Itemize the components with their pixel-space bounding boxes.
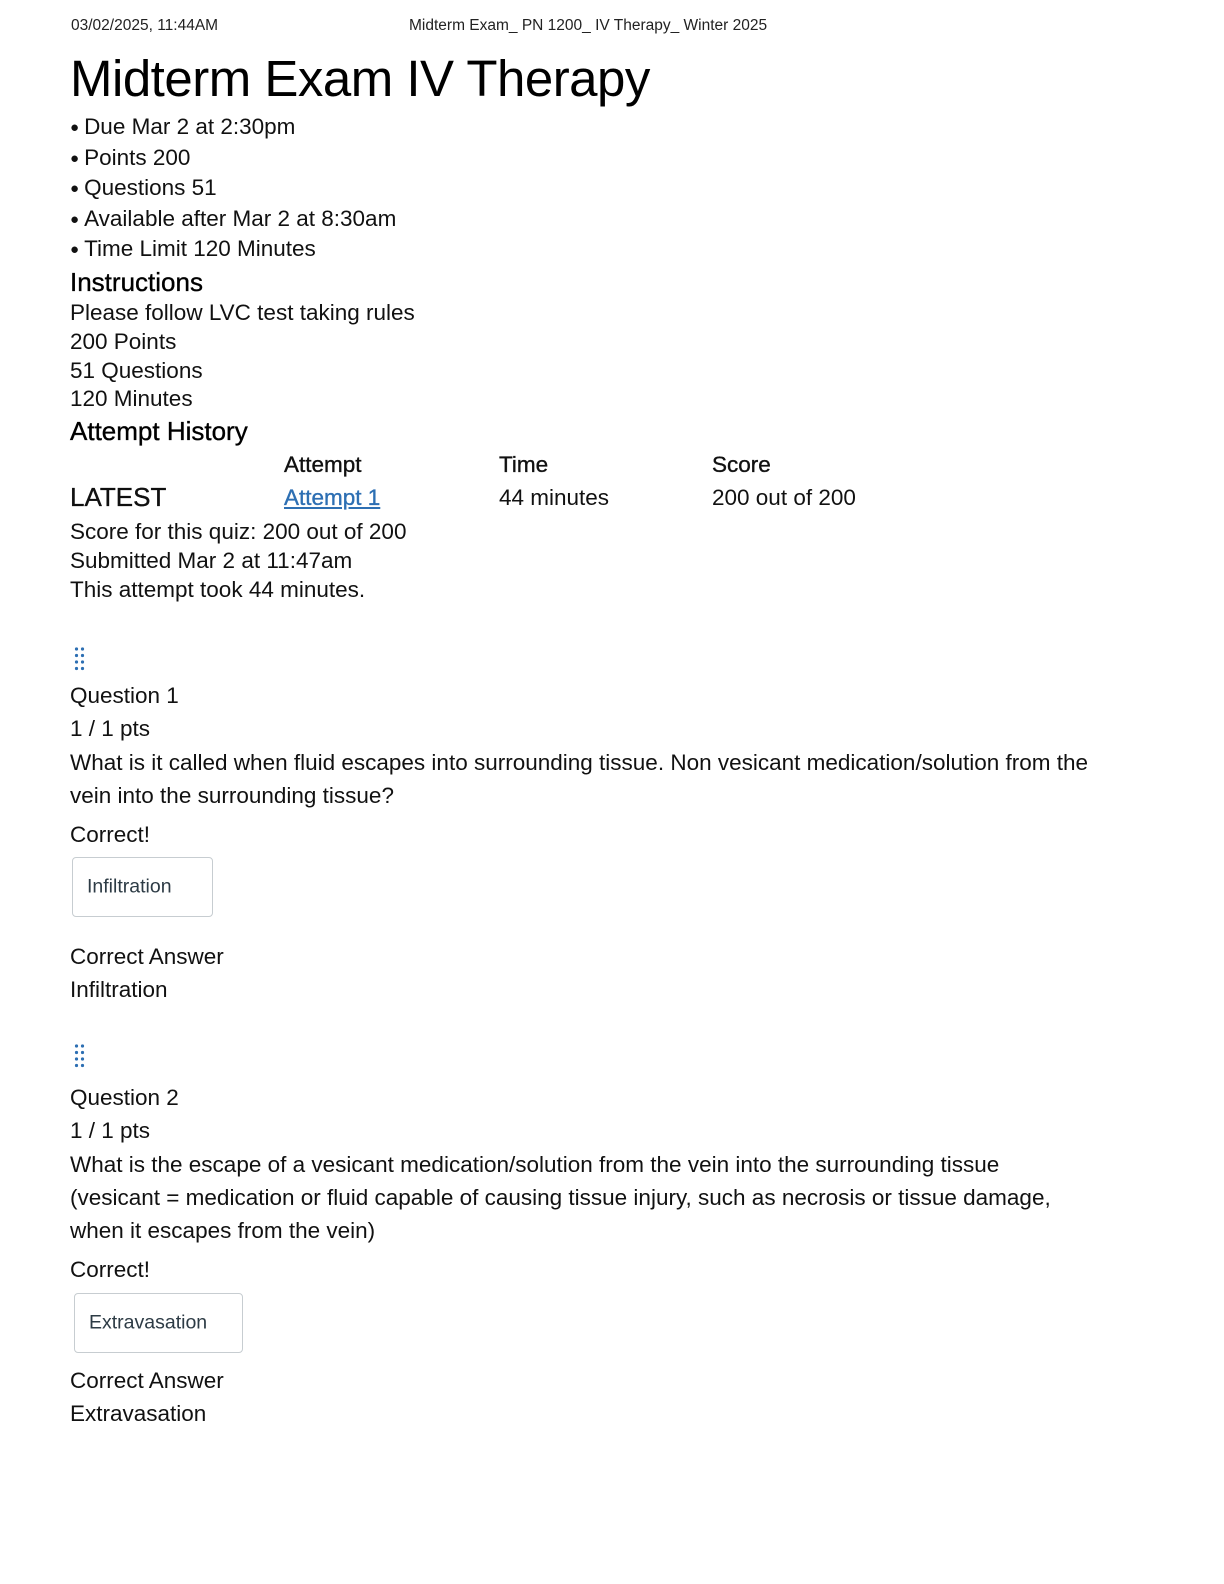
column-header-time: Time [499, 452, 549, 478]
answer-result: Correct! [70, 1257, 151, 1282]
correct-answer-label: Correct Answer [70, 944, 224, 969]
question-text: What is the escape of a vesicant medicat… [70, 1152, 1051, 1243]
question-points: 1 / 1 pts [70, 716, 151, 741]
print-datetime: 03/02/2025, 11:44AM [71, 17, 219, 34]
selected-answer-box: Extravasation [74, 1293, 243, 1353]
detail-available: ●Available after Mar 2 at 8:30am [70, 205, 397, 231]
correct-answer-value: Infiltration [70, 977, 168, 1002]
question-points: 1 / 1 pts [70, 1118, 151, 1143]
attempt-summary: Score for this quiz: 200 out of 200 Subm… [70, 517, 1110, 604]
attempt-history-table: Attempt Time Score LATEST Attempt 1 44 m… [70, 448, 1110, 518]
quiz-score-text: Score for this quiz: 200 out of 200 [70, 519, 407, 545]
bullet-icon: ● [70, 210, 80, 228]
submitted-text: Submitted Mar 2 at 11:47am [70, 548, 353, 574]
instruction-line: 120 Minutes [70, 386, 193, 412]
selected-answer-box: Infiltration [72, 857, 213, 917]
detail-points: ●Points 200 [70, 144, 191, 170]
page-title: Midterm Exam IV Therapy [70, 50, 650, 107]
column-header-score: Score [712, 452, 771, 478]
attempt-history-heading: Attempt History [70, 416, 248, 447]
correct-answer-label: Correct Answer [70, 1368, 224, 1393]
attempt-cell: Attempt 1 [284, 485, 381, 511]
selected-answer: Infiltration [87, 875, 172, 898]
instructions-body: Please follow LVC test taking rules 200 … [70, 299, 1110, 414]
bullet-icon: ● [70, 119, 80, 136]
quiz-content: Midterm Exam IV Therapy ●Due Mar 2 at 2:… [70, 50, 1110, 604]
detail-questions: ●Questions 51 [70, 175, 217, 201]
question-2: Question 2 1 / 1 pts What is the escape … [70, 1043, 1090, 1430]
question-title: Question 2 [70, 1085, 179, 1110]
correct-answer-value: Extravasation [70, 1401, 207, 1426]
time-cell: 44 minutes [499, 485, 610, 511]
answer-result: Correct! [70, 822, 151, 847]
selected-answer: Extravasation [89, 1311, 208, 1334]
instructions-heading: Instructions [70, 266, 203, 297]
drag-handle-icon[interactable] [73, 1043, 87, 1069]
detail-time-limit: ●Time Limit 120 Minutes [70, 236, 316, 262]
question-text: What is it called when fluid escapes int… [70, 750, 1089, 808]
score-cell: 200 out of 200 [712, 485, 856, 511]
attempt-1-link[interactable]: Attempt 1 [284, 485, 381, 511]
question-1: Question 1 1 / 1 pts What is it called w… [70, 646, 1090, 1006]
instruction-line: 51 Questions [70, 357, 203, 383]
detail-due: ●Due Mar 2 at 2:30pm [70, 114, 296, 139]
column-header-attempt: Attempt [284, 452, 362, 478]
instruction-line: 200 Points [70, 328, 177, 354]
print-header: 03/02/2025, 11:44AM Midterm Exam_ PN 120… [71, 17, 1171, 37]
duration-text: This attempt took 44 minutes. [70, 577, 366, 603]
quiz-details-list: ●Due Mar 2 at 2:30pm ●Points 200 ●Questi… [70, 112, 1110, 265]
drag-handle-icon[interactable] [73, 646, 87, 672]
bullet-icon: ● [70, 149, 80, 167]
print-document-title: Midterm Exam_ PN 1200_ IV Therapy_ Winte… [409, 17, 768, 34]
question-title: Question 1 [70, 683, 179, 708]
bullet-icon: ● [70, 241, 80, 259]
bullet-icon: ● [70, 180, 80, 198]
latest-label: LATEST [70, 482, 167, 513]
instruction-line: Please follow LVC test taking rules [70, 299, 415, 325]
